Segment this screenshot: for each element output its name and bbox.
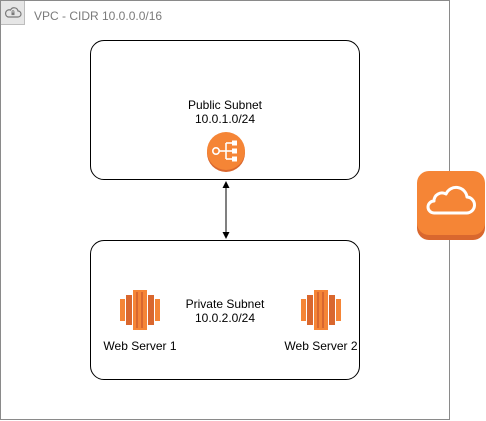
private-subnet-cidr: 10.0.2.0/24 [194,311,256,325]
vpc-badge [1,1,25,25]
private-subnet[interactable]: Private Subnet 10.0.2.0/24 Web Server 1 [90,240,360,380]
web-server-1-label: Web Server 1 [103,339,177,353]
public-subnet-cidr: 10.0.1.0/24 [194,112,256,126]
ec2-instance-icon [301,290,341,330]
cloud-icon[interactable] [416,170,486,242]
web-server-2[interactable]: Web Server 2 [276,290,366,353]
public-subnet-name: Public Subnet [187,98,263,112]
connection-arrow-down [222,232,230,239]
load-balancer-icon[interactable] [206,132,246,172]
vpc-title: VPC - CIDR 10.0.0.0/16 [34,9,163,23]
public-subnet[interactable]: Public Subnet 10.0.1.0/24 [90,40,360,180]
public-subnet-label: Public Subnet 10.0.1.0/24 [91,98,359,126]
private-subnet-name: Private Subnet [185,297,265,311]
web-server-2-label: Web Server 2 [284,339,358,353]
private-subnet-label: Private Subnet 10.0.2.0/24 [91,297,359,325]
vpc-cloud-lock-icon [4,7,22,18]
connection-arrow-up [222,181,230,188]
web-server-1[interactable]: Web Server 1 [95,290,185,353]
ec2-instance-icon [120,290,160,330]
